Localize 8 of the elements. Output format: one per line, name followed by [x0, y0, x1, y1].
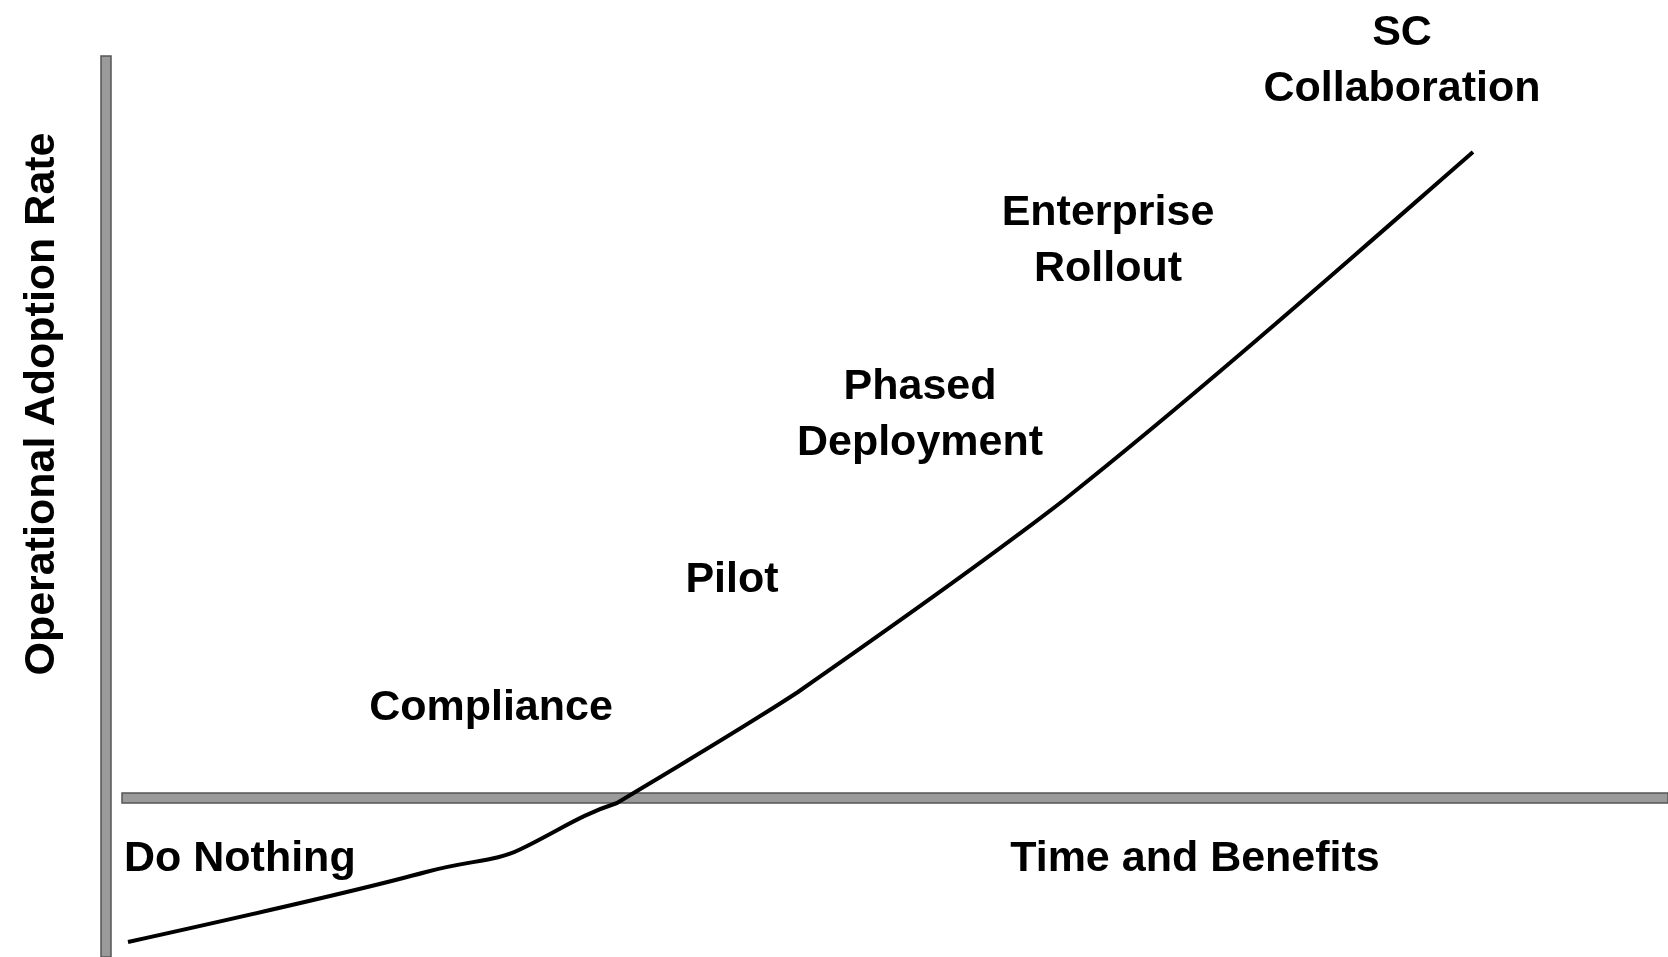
- axis-title: Operational Adoption Rate: [14, 132, 64, 676]
- stage-label: Do Nothing: [124, 831, 356, 882]
- stage-label: Enterprise Rollout: [1000, 185, 1216, 292]
- axis-title: Time and Benefits: [1009, 831, 1381, 882]
- stage-label: Pilot: [684, 552, 780, 603]
- stage-label: Phased Deployment: [795, 359, 1045, 466]
- stage-label: SC Collaboration: [1262, 5, 1542, 112]
- stage-label: Compliance: [368, 680, 614, 731]
